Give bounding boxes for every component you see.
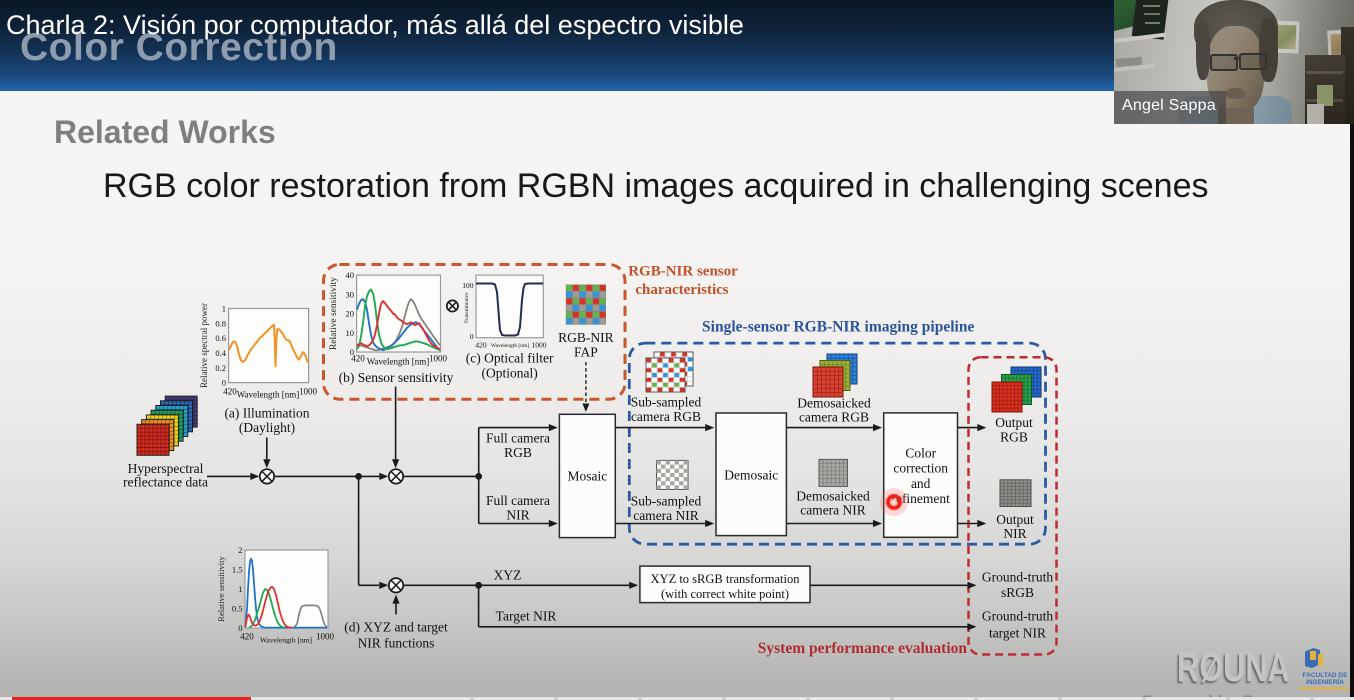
svg-text:1: 1 <box>238 584 242 594</box>
svg-text:(b) Sensor sensitivity: (b) Sensor sensitivity <box>339 370 454 385</box>
svg-text:Wavelength [nm]: Wavelength [nm] <box>260 636 312 645</box>
svg-text:RGB: RGB <box>1000 430 1028 445</box>
svg-text:10: 10 <box>346 328 355 338</box>
svg-text:camera NIR: camera NIR <box>633 508 699 523</box>
svg-text:Mosaic: Mosaic <box>568 469 608 484</box>
svg-text:Single-sensor RGB-NIR imaging: Single-sensor RGB-NIR imaging pipeline <box>702 319 974 336</box>
svg-text:FAP: FAP <box>574 345 598 360</box>
svg-text:RGB-NIR: RGB-NIR <box>558 330 614 345</box>
svg-text:Target NIR: Target NIR <box>496 609 557 624</box>
svg-text:(c) Optical filter: (c) Optical filter <box>466 351 554 366</box>
svg-text:30: 30 <box>346 289 355 299</box>
svg-text:Demosaicked: Demosaicked <box>796 489 870 504</box>
svg-text:NIR functions: NIR functions <box>358 636 435 651</box>
svg-text:0.5: 0.5 <box>232 604 243 614</box>
svg-text:NIR: NIR <box>1003 526 1026 541</box>
svg-text:1000: 1000 <box>532 341 547 350</box>
svg-text:Ground-truth: Ground-truth <box>982 570 1053 585</box>
svg-text:correction: correction <box>893 461 948 476</box>
svg-text:Demosaicked: Demosaicked <box>797 396 871 411</box>
svg-text:target NIR: target NIR <box>989 626 1046 641</box>
svg-text:0.2: 0.2 <box>215 363 226 373</box>
svg-text:1000: 1000 <box>299 387 318 397</box>
svg-text:1: 1 <box>222 304 226 314</box>
svg-text:camera RGB: camera RGB <box>631 409 701 424</box>
svg-text:0.8: 0.8 <box>215 318 226 328</box>
svg-text:0: 0 <box>470 332 474 341</box>
svg-text:and: and <box>911 476 931 491</box>
svg-text:sRGB: sRGB <box>1001 585 1034 600</box>
svg-text:refinement: refinement <box>891 491 950 506</box>
svg-text:System performance evaluation: System performance evaluation <box>758 640 968 657</box>
svg-text:0.4: 0.4 <box>215 348 226 358</box>
svg-text:Output: Output <box>996 512 1034 527</box>
svg-text:Demosaic: Demosaic <box>724 468 778 483</box>
svg-text:Relative sensitivity: Relative sensitivity <box>216 556 226 622</box>
svg-text:Sub-sampled: Sub-sampled <box>631 494 702 509</box>
svg-text:Full camera: Full camera <box>486 493 550 508</box>
svg-text:1.5: 1.5 <box>232 565 243 575</box>
svg-text:2: 2 <box>238 545 242 555</box>
svg-text:characteristics: characteristics <box>635 282 728 298</box>
svg-text:XYZ to sRGB transformation: XYZ to sRGB transformation <box>651 572 801 586</box>
svg-text:Transmittance: Transmittance <box>464 292 470 324</box>
svg-text:(d) XYZ and target: (d) XYZ and target <box>344 620 448 635</box>
svg-text:Wavelength [nm]: Wavelength [nm] <box>237 390 300 400</box>
svg-text:100: 100 <box>462 281 474 290</box>
svg-text:RGB-NIR sensor: RGB-NIR sensor <box>628 264 738 280</box>
svg-text:20: 20 <box>346 309 355 319</box>
svg-text:(with correct white point): (with correct white point) <box>661 587 789 601</box>
svg-text:Relative spectral power: Relative spectral power <box>199 303 209 388</box>
svg-text:420: 420 <box>351 354 365 364</box>
svg-text:RGB: RGB <box>504 445 532 460</box>
svg-text:0.6: 0.6 <box>215 333 226 343</box>
svg-text:420: 420 <box>223 387 237 397</box>
svg-text:(a) Illumination: (a) Illumination <box>224 406 309 421</box>
svg-text:(Optional): (Optional) <box>481 366 537 381</box>
svg-text:0: 0 <box>222 378 226 388</box>
svg-text:0: 0 <box>238 623 242 633</box>
svg-text:Output: Output <box>995 415 1033 430</box>
svg-text:camera NIR: camera NIR <box>800 503 866 518</box>
svg-text:reflectance data: reflectance data <box>123 475 208 490</box>
svg-text:NIR: NIR <box>506 508 529 523</box>
svg-text:Full camera: Full camera <box>486 431 550 446</box>
svg-text:Wavelength [nm]: Wavelength [nm] <box>367 357 430 367</box>
svg-text:XYZ: XYZ <box>494 568 522 583</box>
svg-text:1000: 1000 <box>429 354 448 364</box>
svg-text:camera RGB: camera RGB <box>799 410 869 425</box>
svg-text:Ground-truth: Ground-truth <box>982 609 1053 624</box>
svg-text:(Daylight): (Daylight) <box>239 420 295 435</box>
svg-text:Hyperspectral: Hyperspectral <box>128 461 204 476</box>
svg-text:40: 40 <box>346 270 355 280</box>
svg-text:Relative sensitivity: Relative sensitivity <box>329 277 339 350</box>
svg-text:0: 0 <box>350 347 354 357</box>
svg-text:Wavelength [nm]: Wavelength [nm] <box>491 343 529 349</box>
svg-text:420: 420 <box>240 632 254 642</box>
svg-text:1000: 1000 <box>316 632 335 642</box>
svg-text:420: 420 <box>475 341 487 350</box>
svg-text:Sub-sampled: Sub-sampled <box>631 395 702 410</box>
svg-text:Color: Color <box>905 446 936 461</box>
